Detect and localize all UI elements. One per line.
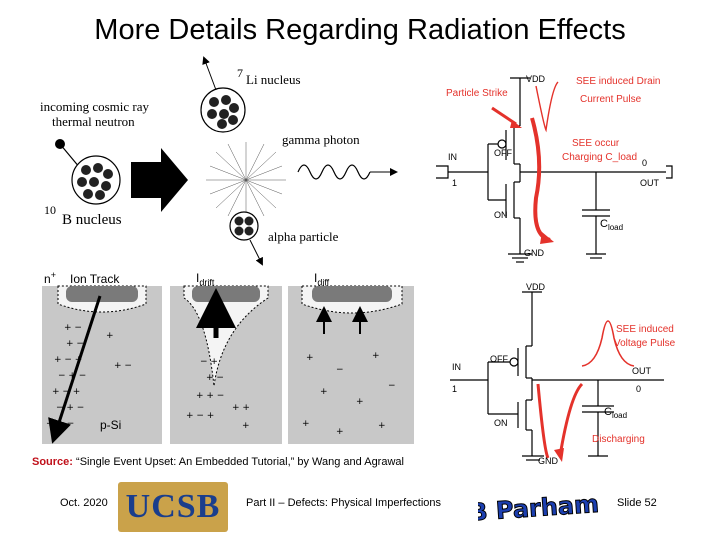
ucsb-logo: UCSB xyxy=(118,482,228,532)
plus-superscript: + xyxy=(50,270,56,280)
bottom-off-label: OFF xyxy=(490,354,508,364)
see-drain-current-circuit: VDD Particle Strike SEE induced Drain Cu… xyxy=(432,68,714,273)
bottom-c-letter: C xyxy=(604,406,612,418)
top-off-label: OFF xyxy=(494,148,512,158)
particle-strike-label: Particle Strike xyxy=(446,88,508,99)
li-nucleus-label: Li nucleus xyxy=(246,72,301,87)
p-si-label: p-Si xyxy=(100,418,122,432)
svg-text:− + −: − + − xyxy=(56,403,84,413)
top-out-label: OUT xyxy=(640,178,659,188)
bottom-load-subscript: load xyxy=(611,411,628,421)
source-citation: Source: “Single Event Upset: An Embedded… xyxy=(32,456,404,468)
circuit-bottom-schematic xyxy=(450,291,664,462)
see-occur-label-2: Charging C_load xyxy=(562,152,638,163)
svg-text:−: − xyxy=(388,381,396,391)
source-label: Source: xyxy=(32,456,73,468)
b-nucleus-label: B nucleus xyxy=(62,212,122,228)
svg-text:+: + xyxy=(320,387,328,397)
bottom-in-value: 1 xyxy=(452,384,458,394)
top-in-label: IN xyxy=(448,152,457,162)
gamma-photon-label: gamma photon xyxy=(282,132,360,147)
circuit-top-schematic xyxy=(436,77,673,263)
b-parhami-logo-art: B Parhami xyxy=(468,489,609,528)
bottom-out-label: OUT xyxy=(632,366,651,376)
top-c-letter: C xyxy=(600,218,608,230)
nuclear-reaction-diagram: 7 Li nucleus incoming cosmic ray thermal… xyxy=(36,52,416,267)
ucsb-logo-text: UCSB xyxy=(125,488,221,525)
incoming-label-line1: incoming cosmic ray xyxy=(40,99,150,114)
see-drain-label-1: SEE induced Drain xyxy=(576,76,661,87)
svg-text:− + −: − + − xyxy=(58,371,86,381)
see-voltage-label-1: SEE induced xyxy=(616,324,674,335)
i-drift-label: Idrift xyxy=(196,271,214,287)
top-vdd-label: VDD xyxy=(526,74,546,84)
li-mass-number: 7 xyxy=(237,66,243,80)
svg-text:+ −: + − xyxy=(206,373,224,383)
b-mass-number: 10 xyxy=(44,203,56,217)
i-diff-letter: I xyxy=(314,271,318,285)
bottom-in-label: IN xyxy=(452,362,461,372)
i-drift-letter: I xyxy=(196,271,200,285)
svg-text:+ +: + + xyxy=(232,403,250,413)
svg-text:+: + xyxy=(378,421,386,431)
alpha-particle-label: alpha particle xyxy=(268,229,339,244)
svg-text:+: + xyxy=(356,397,364,407)
bottom-cload-label: Cload xyxy=(604,406,627,420)
svg-text:+ − +: + − + xyxy=(186,411,214,421)
footer-slide-number: Slide 52 xyxy=(617,497,657,509)
svg-text:+: + xyxy=(372,351,380,361)
ion-track-art: + −+ −+ − + − + −+ − +− + − + + −++ − − … xyxy=(42,285,414,444)
svg-text:+ − +: + − + xyxy=(52,387,80,397)
svg-text:+ + −: + + − xyxy=(46,419,74,429)
see-drain-label-2: Current Pulse xyxy=(580,94,642,105)
top-on-label: ON xyxy=(494,210,508,220)
svg-text:+ −: + − xyxy=(66,339,84,349)
svg-text:− +: − + xyxy=(200,357,218,367)
svg-text:+: + xyxy=(336,427,344,437)
svg-text:+ −: + − xyxy=(114,361,132,371)
svg-text:+: + xyxy=(306,353,314,363)
i-diff-label: Idiff xyxy=(314,271,329,287)
svg-text:+: + xyxy=(106,331,114,341)
nuclear-reaction-art xyxy=(55,56,398,266)
n-plus-label: n+ xyxy=(44,270,56,286)
b-parhami-logo: B Parhami xyxy=(468,480,609,530)
incoming-label-line2: thermal neutron xyxy=(52,114,135,129)
see-voltage-pulse-circuit: VDD SEE induced Voltage Pulse OFF IN 1 O… xyxy=(432,280,714,470)
footer-date: Oct. 2020 xyxy=(60,497,108,509)
see-voltage-label-2: Voltage Pulse xyxy=(614,338,676,349)
see-occur-label-1: SEE occur xyxy=(572,138,620,149)
ion-track-diagram: + −+ −+ − + − + −+ − +− + − + + −++ − − … xyxy=(36,268,424,448)
n-label: n xyxy=(44,272,51,286)
bottom-vdd-label: VDD xyxy=(526,282,546,292)
svg-text:−: − xyxy=(336,365,344,375)
bottom-gnd-label: GND xyxy=(538,456,558,466)
i-diff-subscript: diff xyxy=(317,277,330,288)
svg-text:B Parhami: B Parhami xyxy=(478,489,598,527)
svg-text:+: + xyxy=(242,421,250,431)
bottom-on-label: ON xyxy=(494,418,508,428)
top-in-value: 1 xyxy=(452,178,458,188)
i-drift-subscript: drift xyxy=(199,277,215,288)
top-load-subscript: load xyxy=(607,223,624,233)
svg-text:+ − +: + − + xyxy=(54,355,82,365)
svg-text:+ −: + − xyxy=(64,323,82,333)
svg-text:+ + −: + + − xyxy=(196,391,224,401)
top-cload-label: Cload xyxy=(600,218,623,232)
svg-text:+: + xyxy=(302,419,310,429)
discharging-label: Discharging xyxy=(592,434,645,445)
top-out-value: 0 xyxy=(642,158,648,168)
footer-center-text: Part II – Defects: Physical Imperfection… xyxy=(246,497,442,509)
top-gnd-label: GND xyxy=(524,248,544,258)
ion-track-label: Ion Track xyxy=(70,272,120,286)
bottom-out-value: 0 xyxy=(636,384,642,394)
source-text: “Single Event Upset: An Embedded Tutoria… xyxy=(72,456,404,468)
slide-title: More Details Regarding Radiation Effects xyxy=(94,14,626,46)
